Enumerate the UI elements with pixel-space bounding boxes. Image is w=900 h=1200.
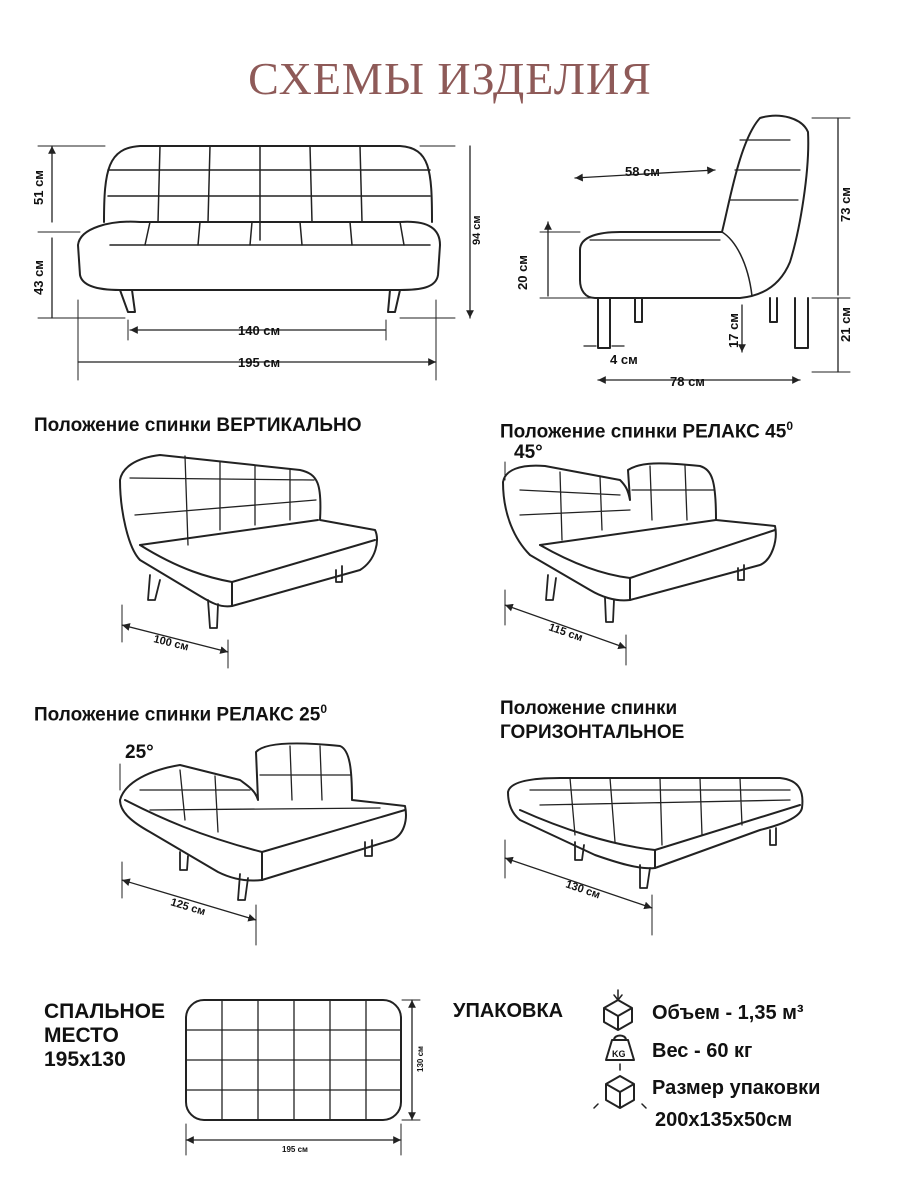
packaging-size-value: 200x135x50см	[655, 1109, 793, 1131]
position-relax45-title: Положение спинки РЕЛАКС 450	[500, 419, 793, 443]
dim-side-seat-depth: 58 см	[625, 164, 660, 179]
position-relax45-drawing	[502, 461, 777, 666]
angle-25-label: 25°	[125, 742, 154, 763]
position-horizontal-drawing	[504, 777, 804, 936]
dim-side-total-leg: 21 см	[838, 307, 853, 342]
dim-front-inner-width: 140 см	[238, 323, 280, 338]
packaging-heading: УПАКОВКА	[453, 1000, 564, 1022]
sleeping-place-drawing	[185, 999, 421, 1156]
position-relax25-title: Положение спинки РЕЛАКС 250	[34, 702, 327, 726]
side-view-sofa	[540, 114, 851, 384]
dim-side-back-height: 73 см	[838, 187, 853, 222]
position-horizontal-title: Положение спинки ГОРИЗОНТАЛЬНОЕ	[500, 698, 685, 743]
dim-side-leg-offset: 4 см	[610, 352, 638, 367]
dim-side-leg-height: 17 см	[726, 313, 741, 348]
sleeping-place-label: СПАЛЬНОЕ МЕСТО 195x130	[44, 1000, 166, 1071]
packaging-size-label: Размер упаковки	[652, 1077, 821, 1099]
position-relax25-drawing	[119, 742, 407, 946]
dim-side-depth: 78 см	[670, 374, 705, 389]
dim-sleeping-width: 195 см	[282, 1145, 308, 1154]
dim-front-seat: 43 см	[31, 260, 46, 295]
dim-front-total-width: 195 см	[238, 355, 280, 370]
packaging-weight: Вес - 60 кг	[652, 1040, 753, 1062]
position-vertical-title: Положение спинки ВЕРТИКАЛЬНО	[34, 415, 362, 436]
position-vertical-drawing	[119, 454, 379, 669]
dim-front-total: 94 см	[471, 215, 483, 245]
angle-45-label: 45°	[514, 442, 543, 463]
weight-kg-badge: KG	[612, 1049, 626, 1059]
dim-pos2: 115 см	[547, 621, 584, 644]
weight-icon	[605, 1034, 635, 1061]
packaging-volume: Объем - 1,35 м³	[652, 1002, 804, 1024]
dim-pos1: 100 см	[152, 633, 190, 653]
dim-pos4: 130 см	[564, 878, 602, 901]
dim-side-seat-height: 20 см	[515, 255, 530, 290]
front-view-sofa	[37, 146, 470, 381]
page-title: СХЕМЫ ИЗДЕЛИЯ	[248, 53, 652, 104]
package-size-icon	[593, 1063, 647, 1109]
dim-sleeping-depth: 130 см	[416, 1046, 425, 1072]
volume-box-icon	[603, 989, 633, 1031]
dim-front-back: 51 см	[31, 170, 46, 205]
